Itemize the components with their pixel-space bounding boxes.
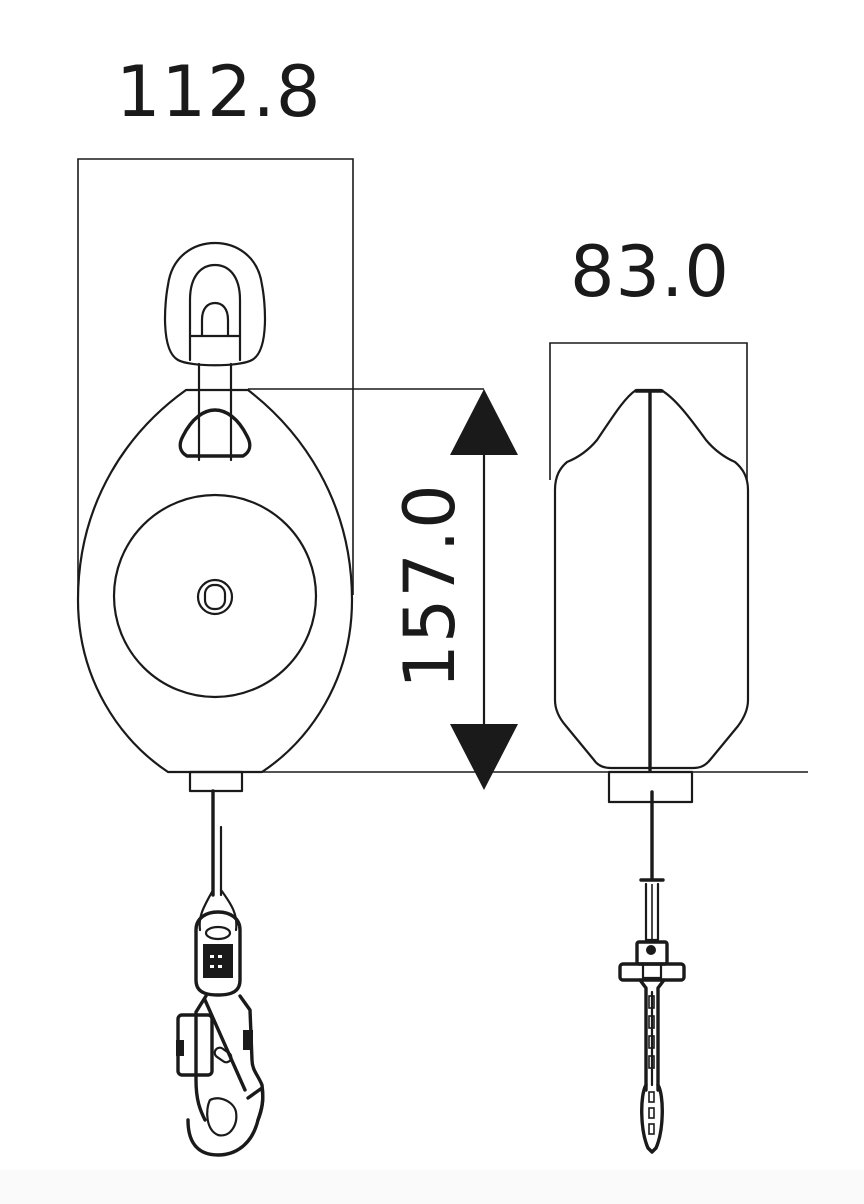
front-width-extension-lines xyxy=(77,158,354,595)
front-cable-exit xyxy=(188,770,244,793)
height-label: 157.0 xyxy=(389,483,471,689)
side-view xyxy=(549,342,750,1154)
arrow-up-icon xyxy=(450,389,518,455)
side-width-extension-lines xyxy=(549,342,748,480)
height-dimension xyxy=(248,388,808,790)
front-width-label: 112.8 xyxy=(116,51,322,133)
drum-hub-slot xyxy=(203,583,227,611)
arrow-down-icon xyxy=(450,724,518,790)
drum-hub xyxy=(196,578,234,616)
snap-hook-icon xyxy=(176,910,265,1157)
side-housing-outline xyxy=(553,388,750,770)
side-connector-icon xyxy=(618,790,686,1154)
bottom-band xyxy=(0,1170,864,1204)
drum-circle xyxy=(112,493,318,699)
side-width-label: 83.0 xyxy=(570,231,730,313)
front-view xyxy=(76,158,354,1157)
swivel-eye-icon xyxy=(163,241,267,462)
housing-eyelet xyxy=(178,408,252,458)
